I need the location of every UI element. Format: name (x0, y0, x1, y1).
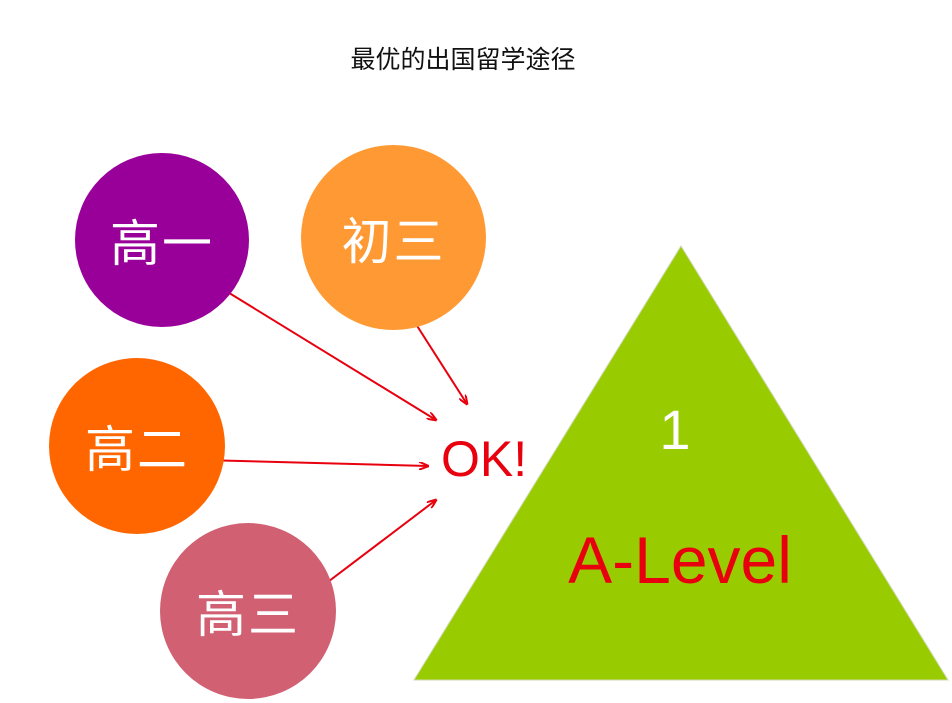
arrow-gaosan-to-ok (311, 500, 436, 595)
ok-target-label: OK! (441, 431, 528, 487)
arrow-gaoyi-to-ok (207, 279, 436, 420)
circle-gaosan: 高三 (160, 523, 336, 699)
page-title: 最优的出国留学途径 (350, 45, 576, 74)
circle-gaoer: 高二 (49, 358, 225, 534)
pyramid-label: A-Level (568, 523, 792, 597)
circle-chusan: 初三 (301, 145, 486, 330)
pyramid-triangle (413, 245, 949, 681)
pyramid-number: 1 (659, 398, 691, 461)
circle-gaoer-label: 高二 (85, 421, 189, 479)
arrow-gaoer-to-ok (201, 459, 428, 466)
circle-chusan-label: 初三 (341, 212, 446, 271)
circle-gaoyi: 高一 (75, 153, 249, 327)
circle-gaoyi-label: 高一 (110, 215, 214, 273)
circle-gaosan-label: 高三 (196, 586, 300, 644)
